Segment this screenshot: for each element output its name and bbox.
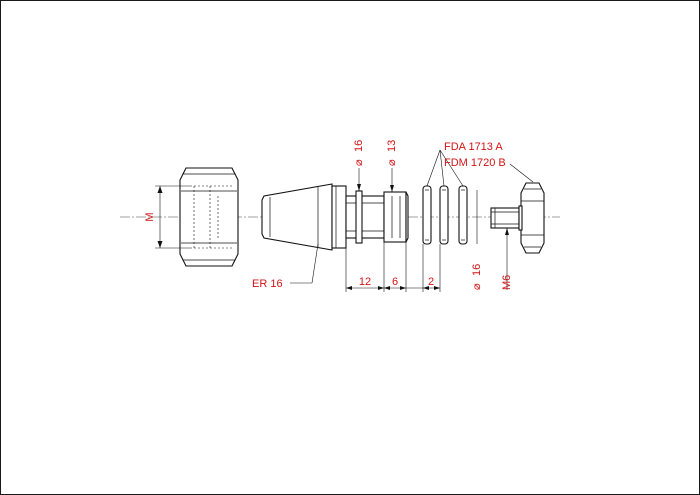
thread-dimension [155,185,192,249]
hex-bolt [490,182,545,254]
er-collet [261,183,333,251]
length-dimensions [345,238,441,292]
part-label-fdm: FDM 1720 B [444,157,506,169]
collet-shank [331,185,409,249]
er16-label: ER 16 [252,278,283,290]
dim-2: 2 [428,276,434,288]
hex-nut [179,167,239,267]
part-leaders [426,149,464,187]
thread-m6-label: M6 [501,275,513,290]
dia16-ring-value: 16 [471,264,483,276]
dia13-symbol: ⌀ [386,159,398,166]
thread-m-label: M [144,212,156,221]
dia13-value: 13 [386,140,398,152]
dim-6: 6 [392,276,398,288]
dia16-symbol: ⌀ [353,159,365,166]
part-label-fda: FDA 1713 A [444,141,503,153]
er16-leader [311,243,319,284]
dia16-value: 16 [353,140,365,152]
dia16-ring-symbol: ⌀ [471,283,483,290]
dim-12: 12 [359,276,371,288]
seal-rings [422,185,468,245]
fdm-leader [509,163,534,183]
